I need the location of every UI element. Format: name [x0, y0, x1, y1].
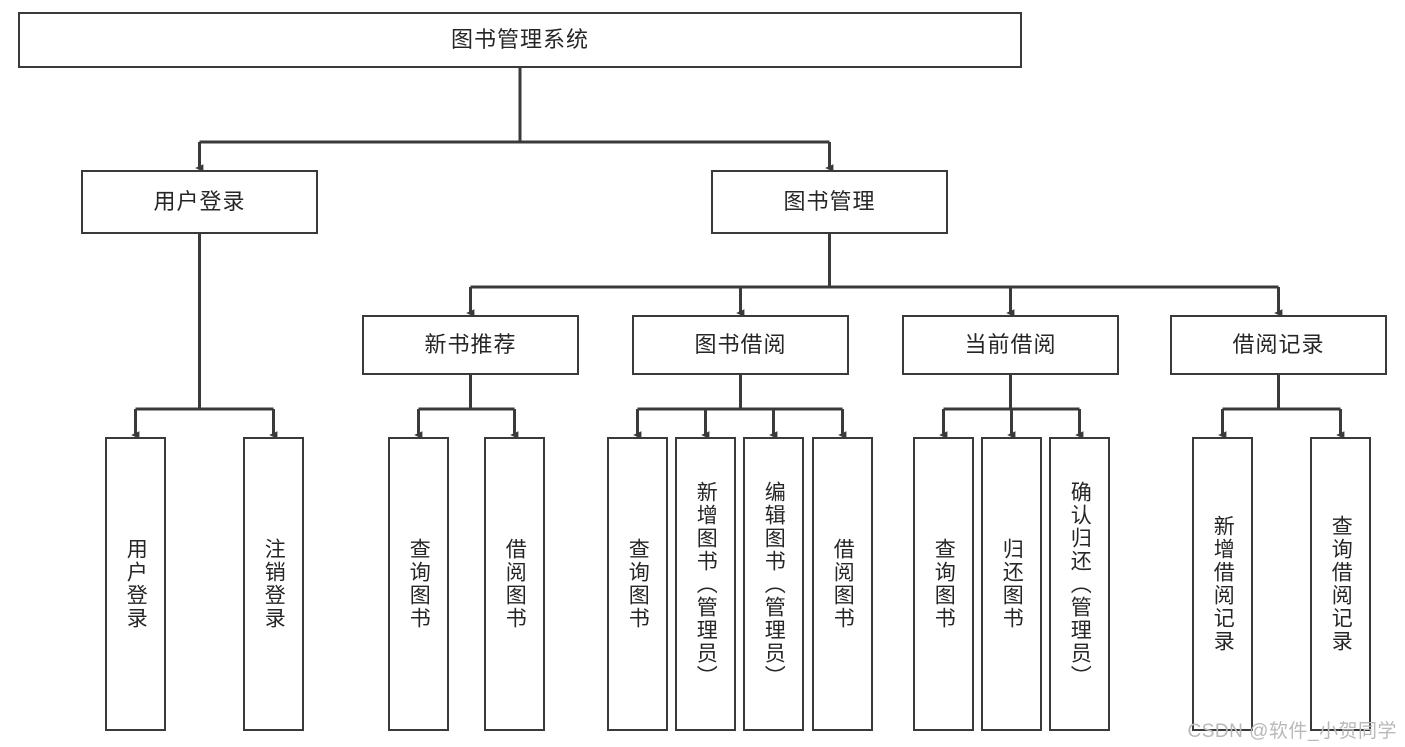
leaf-node-leaf-confirm-return[interactable]: 确认归还（管理员）: [1049, 437, 1110, 731]
leaf-node-leaf-query-book-2-label: 查询图书: [626, 538, 650, 630]
leaf-node-leaf-user-login-label: 用户登录: [124, 538, 148, 630]
leaf-node-leaf-confirm-return-label: 确认归还（管理员）: [1068, 480, 1092, 688]
leaf-node-leaf-query-book-1[interactable]: 查询图书: [388, 437, 449, 731]
leaf-node-leaf-query-record-label: 查询借阅记录: [1329, 515, 1353, 653]
level3-node-new-book-rec-label: 新书推荐: [424, 331, 517, 357]
leaf-node-leaf-edit-book-label: 编辑图书（管理员）: [762, 480, 786, 688]
leaf-node-leaf-query-book-3[interactable]: 查询图书: [913, 437, 974, 731]
leaf-node-leaf-borrow-book-1[interactable]: 借阅图书: [484, 437, 545, 731]
leaf-node-leaf-add-book-label: 新增图书（管理员）: [694, 480, 718, 688]
leaf-node-leaf-edit-book[interactable]: 编辑图书（管理员）: [743, 437, 804, 731]
leaf-node-leaf-borrow-book-1-label: 借阅图书: [503, 538, 527, 630]
leaf-node-leaf-add-record-label: 新增借阅记录: [1211, 515, 1235, 653]
leaf-node-leaf-query-book-3-label: 查询图书: [932, 538, 956, 630]
leaf-node-leaf-return-book[interactable]: 归还图书: [981, 437, 1042, 731]
level3-node-new-book-rec[interactable]: 新书推荐: [362, 315, 579, 375]
watermark-label: CSDN @软件_小贺同学: [1187, 721, 1397, 742]
leaf-node-leaf-logout[interactable]: 注销登录: [243, 437, 304, 731]
leaf-node-leaf-query-book-1-label: 查询图书: [407, 538, 431, 630]
leaf-node-leaf-return-book-label: 归还图书: [1000, 538, 1024, 630]
level2-node-book-manage[interactable]: 图书管理: [711, 170, 948, 234]
level3-node-borrow-record-label: 借阅记录: [1232, 331, 1325, 357]
leaf-node-leaf-query-book-2[interactable]: 查询图书: [607, 437, 668, 731]
level3-node-book-borrow[interactable]: 图书借阅: [632, 315, 849, 375]
root-node-book-system-label: 图书管理系统: [450, 26, 589, 52]
level2-node-user-login[interactable]: 用户登录: [81, 170, 318, 234]
leaf-node-leaf-query-record[interactable]: 查询借阅记录: [1310, 437, 1371, 731]
leaf-node-leaf-borrow-book-2-label: 借阅图书: [831, 538, 855, 630]
leaf-node-leaf-borrow-book-2[interactable]: 借阅图书: [812, 437, 873, 731]
level3-node-book-borrow-label: 图书借阅: [694, 331, 787, 357]
level2-node-user-login-label: 用户登录: [153, 188, 246, 214]
leaf-node-leaf-user-login[interactable]: 用户登录: [105, 437, 166, 731]
leaf-node-leaf-logout-label: 注销登录: [262, 538, 286, 630]
level2-node-book-manage-label: 图书管理: [783, 188, 876, 214]
level3-node-current-borrow[interactable]: 当前借阅: [902, 315, 1119, 375]
level3-node-borrow-record[interactable]: 借阅记录: [1170, 315, 1387, 375]
level3-node-current-borrow-label: 当前借阅: [964, 331, 1057, 357]
leaf-node-leaf-add-book[interactable]: 新增图书（管理员）: [675, 437, 736, 731]
root-node-book-system[interactable]: 图书管理系统: [18, 12, 1022, 68]
leaf-node-leaf-add-record[interactable]: 新增借阅记录: [1192, 437, 1253, 731]
